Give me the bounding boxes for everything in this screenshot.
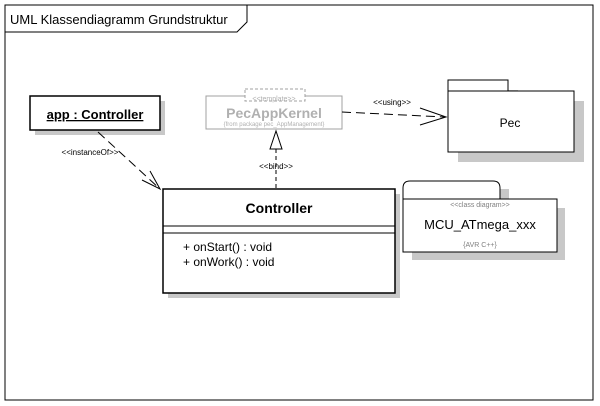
frame-title-tab <box>5 5 248 33</box>
package-pec[interactable] <box>447 90 575 153</box>
package-pec-name: Pec <box>500 116 521 130</box>
relation-instanceof-label: <<instanceOf>> <box>62 148 119 157</box>
controller-class[interactable] <box>162 188 396 294</box>
controller-class-name: Controller <box>246 200 313 216</box>
package-mcu-name: MCU_ATmega_xxx <box>424 217 536 232</box>
package-mcu[interactable] <box>402 198 558 253</box>
relation-using-arrowhead <box>419 107 448 126</box>
relation-instanceof-line <box>97 131 161 190</box>
controller-operation: + onStart() : void <box>183 240 272 254</box>
relation-bind-label: <<bind>> <box>259 162 293 171</box>
package-mcu-note: {AVR C++} <box>463 242 497 249</box>
template-class-name: PecAppKernel <box>226 105 322 121</box>
diagram-title: UML Klassendiagramm Grundstruktur <box>10 12 228 27</box>
instance-app-controller[interactable] <box>29 95 161 131</box>
relation-using-label: <<using>> <box>373 98 411 107</box>
template-package-note: {from package pec_AppManagement} <box>224 122 325 128</box>
package-mcu-stereotype: <<class diagram>> <box>450 202 510 209</box>
relation-using-line <box>341 111 445 118</box>
relation-bind-arrowhead <box>269 129 283 150</box>
relation-instanceof-arrowhead <box>141 170 162 191</box>
instance-label: app : Controller <box>47 107 144 122</box>
template-parameter-box <box>244 88 306 102</box>
template-stereotype: <<template>> <box>252 96 295 103</box>
package-mcu-tab <box>402 180 501 200</box>
controller-operation: + onWork() : void <box>183 255 274 269</box>
package-pec-tab <box>447 79 509 93</box>
